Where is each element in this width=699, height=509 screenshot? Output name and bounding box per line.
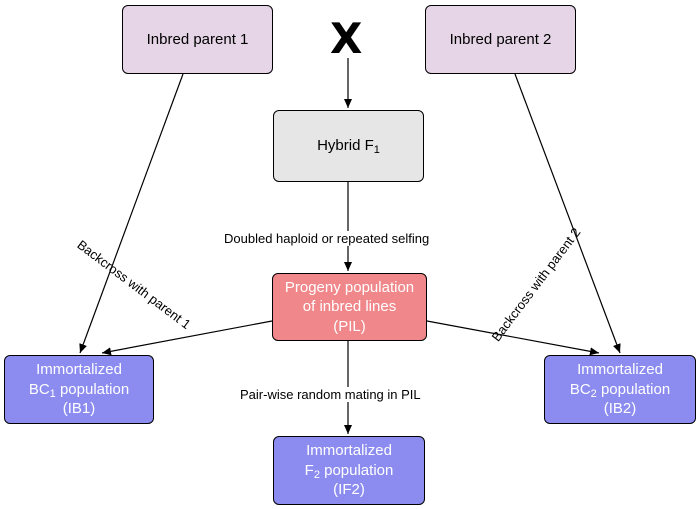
doubled-haploid-label: Doubled haploid or repeated selfing	[222, 231, 432, 246]
hybrid-f1-node: Hybrid F1	[273, 110, 424, 182]
edge-pil-to-ib2	[426, 320, 600, 356]
pil-line-1: Progeny population	[284, 278, 415, 296]
edge-pil-to-ib1	[101, 320, 273, 356]
ib2-node: Immortalized BC2 population (IB2)	[544, 355, 696, 424]
ib1-line-1: Immortalized	[36, 361, 122, 379]
pil-node: Progeny population of inbred lines (PIL)	[272, 273, 427, 341]
cross-symbol: X	[330, 14, 363, 63]
if2-line-3: (IF2)	[333, 481, 365, 499]
ib2-line-3: (IB2)	[603, 400, 637, 418]
ib2-line-1: Immortalized	[577, 361, 663, 379]
if2-line-2: F2 population	[304, 461, 394, 481]
ib1-node: Immortalized BC1 population (IB1)	[4, 355, 154, 424]
inbred-parent-1-node: Inbred parent 1	[122, 5, 273, 74]
pairwise-mating-label: Pair-wise random mating in PIL	[238, 387, 423, 402]
if2-line-1: Immortalized	[306, 442, 392, 460]
ib1-line-3: (IB1)	[62, 400, 96, 418]
pil-line-2: of inbred lines	[302, 298, 397, 316]
if2-node: Immortalized F2 population (IF2)	[273, 436, 425, 505]
ib1-line-2: BC1 population	[28, 380, 130, 400]
edge-parent2-to-ib2	[514, 73, 621, 354]
inbred-parent-2-label: Inbred parent 2	[449, 30, 552, 48]
ib2-line-2: BC2 population	[569, 380, 671, 400]
hybrid-f1-label: Hybrid F1	[317, 137, 380, 157]
inbred-parent-1-label: Inbred parent 1	[146, 30, 249, 48]
pil-line-3: (PIL)	[333, 317, 366, 335]
edge-parent1-to-ib1	[79, 73, 184, 354]
inbred-parent-2-node: Inbred parent 2	[425, 5, 576, 74]
